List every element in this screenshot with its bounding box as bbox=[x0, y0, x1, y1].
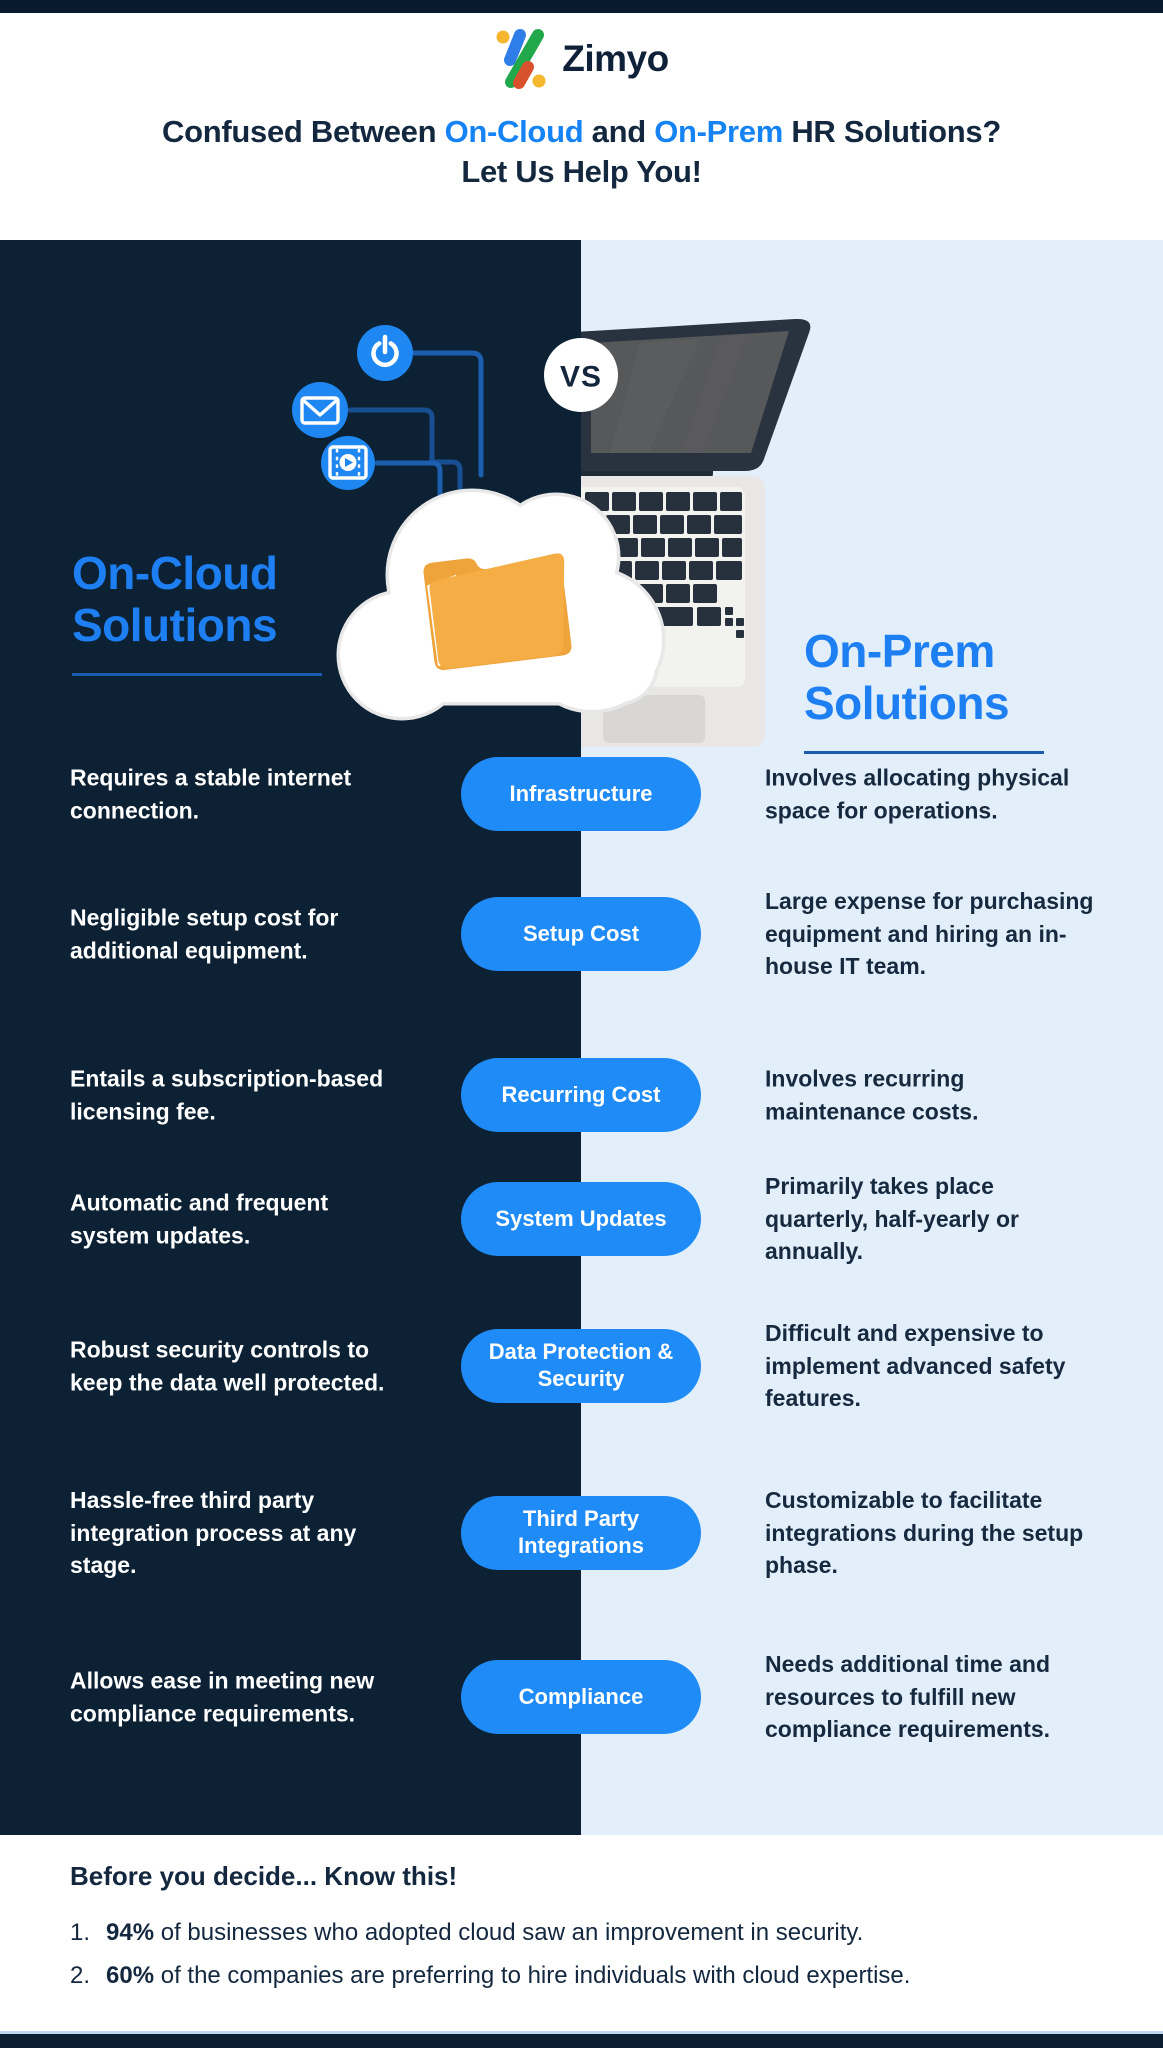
headline-line1: Confused Between On-Cloud and On-Prem HR… bbox=[162, 114, 1001, 149]
bottom-note-section: Before you decide... Know this! 1. 94% o… bbox=[0, 1835, 1163, 2031]
category-pill: Setup Cost bbox=[461, 897, 701, 971]
connector-lines bbox=[347, 350, 484, 528]
on-cloud-point: Hassle-free third party integration proc… bbox=[70, 1487, 357, 1579]
category-pill: System Updates bbox=[461, 1182, 701, 1256]
on-prem-point: Customizable to facilitate integrations … bbox=[765, 1487, 1084, 1579]
vs-label: VS bbox=[560, 361, 602, 394]
note-item-text: 94% of businesses who adopted cloud saw … bbox=[106, 1919, 864, 1946]
folder-icon bbox=[423, 553, 572, 671]
on-cloud-point: Requires a stable internet connection. bbox=[70, 764, 352, 823]
category-pill: Compliance bbox=[461, 1660, 701, 1734]
on-prem-title: On-Prem Solutions bbox=[804, 625, 1044, 755]
cloud-app-bubbles bbox=[292, 325, 413, 490]
on-prem-point: Involves recurring maintenance costs. bbox=[765, 1065, 979, 1124]
page-title: Confused Between On-Cloud and On-Prem HR… bbox=[0, 112, 1163, 193]
video-icon bbox=[328, 445, 368, 480]
on-prem-point: Difficult and expensive to implement adv… bbox=[765, 1320, 1066, 1412]
headline-onprem: On-Prem bbox=[654, 114, 784, 149]
note-item-number: 2. bbox=[70, 1962, 91, 1989]
cloud-folder-illustration bbox=[336, 488, 666, 721]
on-cloud-point: Automatic and frequent system updates. bbox=[70, 1189, 329, 1248]
on-cloud-point: Entails a subscription-based licensing f… bbox=[70, 1065, 384, 1124]
stat-value: 94% bbox=[106, 1919, 155, 1946]
top-brand-bar bbox=[0, 0, 1163, 13]
category-pill: Third Party Integrations bbox=[461, 1496, 701, 1570]
category-pill: Recurring Cost bbox=[461, 1058, 701, 1132]
brand-name: Zimyo bbox=[562, 38, 669, 79]
on-cloud-point: Robust security controls to keep the dat… bbox=[70, 1336, 385, 1395]
note-item: 1. 94% of businesses who adopted cloud s… bbox=[70, 1919, 863, 1947]
zimyo-logo-icon bbox=[496, 29, 546, 89]
power-icon bbox=[371, 334, 399, 368]
on-prem-point: Needs additional time and resources to f… bbox=[765, 1651, 1051, 1743]
category-pill: Infrastructure bbox=[461, 757, 701, 831]
on-cloud-point: Allows ease in meeting new compliance re… bbox=[70, 1667, 375, 1726]
headline-line2: Let Us Help You! bbox=[461, 154, 702, 190]
note-item-number: 1. bbox=[70, 1919, 91, 1946]
vs-badge: VS bbox=[544, 338, 618, 412]
mail-icon bbox=[300, 396, 340, 425]
comparison-panel: VS On-Cloud Solutions On-Prem Solutions … bbox=[0, 240, 1163, 1835]
note-item-text: 60% of the companies are preferring to h… bbox=[106, 1962, 911, 1989]
laptop-trackpad bbox=[603, 695, 705, 743]
on-prem-title-underline bbox=[804, 751, 1044, 755]
headline-oncloud: On-Cloud bbox=[444, 114, 584, 149]
on-prem-point: Primarily takes place quarterly, half-ye… bbox=[765, 1173, 1019, 1265]
footer-hairline bbox=[0, 2031, 1163, 2034]
on-prem-point: Involves allocating physical space for o… bbox=[765, 764, 1070, 823]
stat-value: 60% bbox=[106, 1962, 155, 1989]
note-heading: Before you decide... Know this! bbox=[70, 1861, 458, 1891]
on-cloud-title-underline bbox=[72, 673, 322, 677]
category-pill: Data Protection & Security bbox=[461, 1329, 701, 1403]
on-cloud-point: Negligible setup cost for additional equ… bbox=[70, 904, 339, 963]
note-item: 2. 60% of the companies are preferring t… bbox=[70, 1962, 910, 1990]
logo: Zimyo bbox=[0, 28, 1163, 90]
bottom-brand-bar bbox=[0, 2034, 1163, 2048]
hero-illustration: VS bbox=[292, 318, 811, 747]
on-cloud-title: On-Cloud Solutions bbox=[72, 547, 322, 677]
on-prem-point: Large expense for purchasing equipment a… bbox=[765, 888, 1094, 980]
laptop-illustration bbox=[581, 318, 811, 747]
